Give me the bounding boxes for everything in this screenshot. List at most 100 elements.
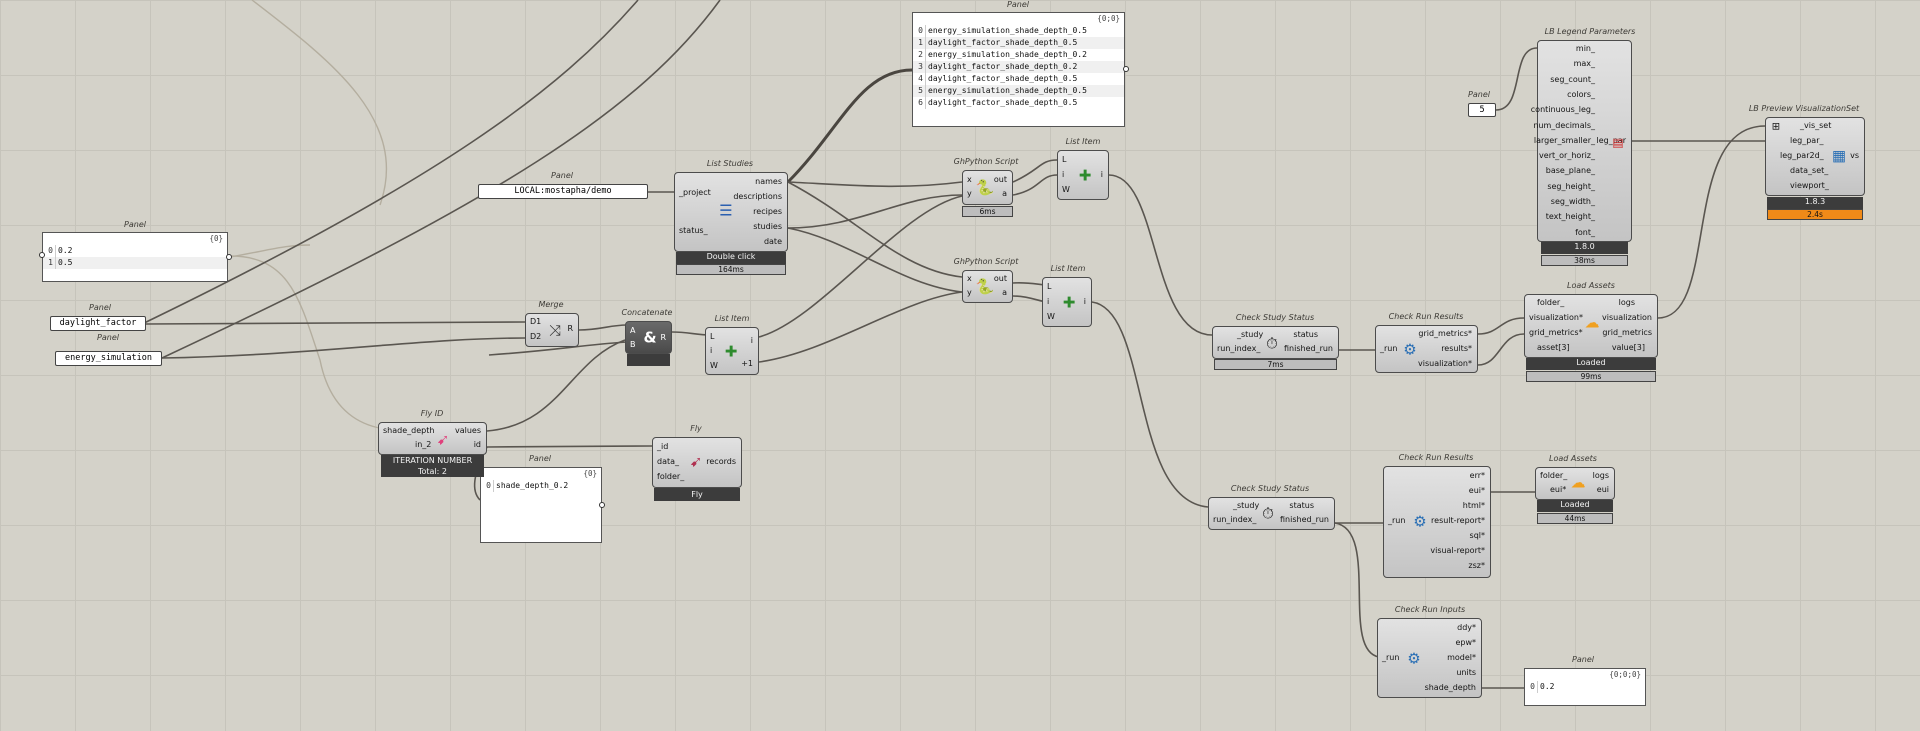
output-port[interactable] <box>599 502 605 508</box>
concatenate-component[interactable]: A B R & <box>625 321 672 354</box>
input-leg-par2d: leg_par2d_ <box>1780 151 1824 160</box>
wire <box>786 68 913 184</box>
load-assets-2[interactable]: folder_ eui* logs eui ☁ <box>1535 467 1615 500</box>
panel-project[interactable]: LOCAL:mostapha/demo <box>478 184 648 199</box>
check-run-results-1[interactable]: _run grid_metrics* results* visualizatio… <box>1375 325 1478 373</box>
wire <box>787 181 963 188</box>
output-eui: eui <box>1596 485 1609 494</box>
panel-row-index: 4 <box>918 74 923 83</box>
panel-5[interactable]: 5 <box>1468 103 1496 117</box>
ghpython-script-1[interactable]: x y out a 🐍 <box>962 170 1013 205</box>
input-font: font_ <box>1575 227 1595 237</box>
list-studies-time: 164ms <box>676 264 786 275</box>
output-records: records <box>706 457 736 466</box>
input-leg-par: leg_par_ <box>1790 136 1824 145</box>
legend-icon: ▤ <box>1612 135 1624 150</box>
load-assets-1-bar: Loaded <box>1526 358 1656 370</box>
list-item-2[interactable]: L i W i ✚ <box>1057 150 1109 200</box>
ghpython-script-2[interactable]: x y out a 🐍 <box>962 270 1013 303</box>
check-run-inputs-caption: Check Run Inputs <box>1394 605 1466 614</box>
panel-daylight-factor[interactable]: daylight_factor <box>50 316 146 331</box>
output-leg-par: leg_par <box>1596 136 1627 145</box>
input-w: W <box>710 361 718 370</box>
input-run-index: run_index_ <box>1213 515 1257 524</box>
run-results-icon: ⚙ <box>1403 340 1417 359</box>
panel-bottom-caption: Panel <box>1572 655 1594 664</box>
fly-id-bar: ITERATION NUMBER Total: 2 <box>381 455 484 477</box>
input-colors: colors_ <box>1567 89 1595 99</box>
lb-legend-caption: LB Legend Parameters <box>1544 27 1636 36</box>
panel-row-value: daylight_factor_shade_depth_0.5 <box>925 73 1077 85</box>
output-a: a <box>1002 189 1007 198</box>
output-plus1: +1 <box>741 359 753 368</box>
list-item-1[interactable]: L i W i +1 ✚ <box>705 327 759 375</box>
list-item-3-caption: List Item <box>1050 264 1086 273</box>
wire <box>1477 317 1525 335</box>
fly-component[interactable]: _id data_ folder_ records ➹ <box>652 437 742 488</box>
panel-5-caption: Panel <box>1468 90 1490 99</box>
expand-icon[interactable]: ⊞ <box>1771 121 1781 133</box>
panel-project-caption: Panel <box>551 171 573 180</box>
input-i: i <box>1047 297 1050 306</box>
wire <box>1477 333 1525 366</box>
merge-icon: ⤨ <box>548 321 562 340</box>
list-studies-bar[interactable]: Double click <box>676 252 786 264</box>
fly-bar[interactable]: Fly <box>654 488 740 501</box>
input-visualization: visualization* <box>1529 313 1583 322</box>
input-larger-smaller: larger_smaller_ <box>1533 135 1595 145</box>
lb-legend-parameters[interactable]: leg_par ▤ min_max_seg_count_colors_conti… <box>1531 40 1632 242</box>
input-port[interactable] <box>39 252 45 258</box>
lb-preview-visualizationset[interactable]: _vis_set leg_par_ leg_par2d_ data_set_ v… <box>1765 117 1865 196</box>
panel-row-index: 0 <box>1530 682 1535 691</box>
load-assets-1[interactable]: folder_ visualization* grid_metrics* ass… <box>1524 294 1658 358</box>
wire <box>787 194 963 229</box>
input-seg-height: seg_height_ <box>1547 181 1595 191</box>
output-status: status <box>1293 330 1318 339</box>
output-epw: epw* <box>1455 638 1476 647</box>
load-assets-2-time: 44ms <box>1537 513 1613 524</box>
panel-row-value: daylight_factor_shade_depth_0.2 <box>925 61 1077 73</box>
list-item-2-caption: List Item <box>1065 137 1101 146</box>
input-data-set: data_set_ <box>1790 166 1829 175</box>
check-study-status-1[interactable]: _study run_index_ status finished_run ⏱ <box>1212 326 1339 359</box>
check-run-results-2[interactable]: _run err* eui* html* result-report* sql*… <box>1383 466 1491 578</box>
list-item-icon: ✚ <box>724 342 738 361</box>
panel-row-value: shade_depth_0.2 <box>493 480 568 492</box>
input-folder: folder_ <box>1540 471 1568 480</box>
output-html: html* <box>1462 501 1485 510</box>
panel-energy-simulation[interactable]: energy_simulation <box>55 351 162 366</box>
wire <box>251 0 387 206</box>
load-assets-2-bar: Loaded <box>1537 500 1613 512</box>
list-item-3[interactable]: L i W i ✚ <box>1042 277 1092 327</box>
ghpython-1-caption: GhPython Script <box>953 157 1019 166</box>
check-study-status-1-time: 7ms <box>1214 359 1337 370</box>
output-units: units <box>1456 668 1476 677</box>
fly-id-component[interactable]: shade_depth in_2 values id ➹ <box>378 422 487 455</box>
clock-icon: ⏱ <box>1262 504 1274 523</box>
check-run-inputs[interactable]: _run ddy* epw* model* units shade_depth … <box>1377 618 1482 698</box>
wire <box>1495 47 1538 111</box>
output-port[interactable] <box>226 254 232 260</box>
merge-component[interactable]: D1 D2 R ⤨ <box>525 313 579 347</box>
input-seg-width: seg_width_ <box>1550 197 1595 206</box>
fly-id-caption: Fly ID <box>420 409 444 418</box>
panel-row-value: 0.5 <box>55 257 72 269</box>
output-port[interactable] <box>1123 66 1129 72</box>
list-item-1-caption: List Item <box>714 314 750 323</box>
input-l: L <box>1047 282 1052 291</box>
list-studies-component[interactable]: _project status_ names descriptions reci… <box>674 172 788 252</box>
input-run-index: run_index_ <box>1217 344 1261 353</box>
check-study-status-2[interactable]: _study run_index_ status finished_run ⏱ <box>1208 497 1335 530</box>
output-visual-report: visual-report* <box>1430 546 1485 555</box>
